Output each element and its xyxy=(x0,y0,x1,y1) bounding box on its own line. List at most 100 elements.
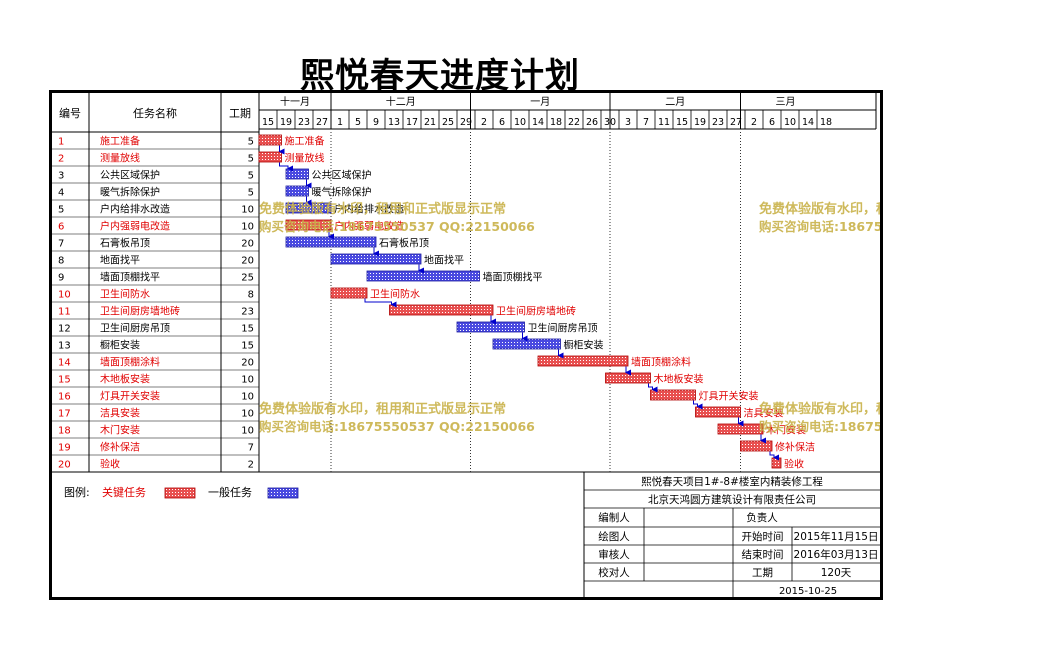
gantt-bar xyxy=(330,253,422,265)
bar-label: 石膏板吊顶 xyxy=(379,237,429,250)
day-tick-label: 27 xyxy=(316,117,328,128)
task-duration: 20 xyxy=(241,256,254,267)
task-duration: 5 xyxy=(248,154,254,165)
task-id: 6 xyxy=(58,222,64,233)
task-name: 暖气拆除保护 xyxy=(100,186,160,199)
task-id: 15 xyxy=(58,375,71,386)
task-id: 20 xyxy=(58,460,71,471)
page-title: 熙悦春天进度计划 xyxy=(300,56,580,96)
task-id: 13 xyxy=(58,341,71,352)
day-tick-label: 9 xyxy=(373,117,379,128)
day-tick-label: 19 xyxy=(694,117,706,128)
info-date: 2015-10-25 xyxy=(779,586,837,597)
task-id: 7 xyxy=(58,239,64,250)
day-tick-label: 13 xyxy=(388,117,400,128)
info-cell-label: 结束时间 xyxy=(742,548,784,561)
info-company: 北京天鸿圆方建筑设计有限责任公司 xyxy=(648,493,816,506)
legend-label: 图例: xyxy=(64,485,90,499)
task-duration: 5 xyxy=(248,188,254,199)
legend-normal-swatch xyxy=(267,487,299,499)
day-tick-label: 23 xyxy=(298,117,310,128)
task-duration: 10 xyxy=(241,222,254,233)
task-duration: 15 xyxy=(241,324,254,335)
task-duration: 23 xyxy=(241,307,254,318)
day-tick-label: 2 xyxy=(481,117,487,128)
gantt-bar xyxy=(285,236,377,248)
task-name: 木门安装 xyxy=(100,424,140,437)
task-id: 4 xyxy=(58,188,64,199)
task-id: 10 xyxy=(58,290,71,301)
task-id: 1 xyxy=(58,137,64,148)
legend-critical-swatch xyxy=(164,487,196,499)
month-label: 十二月 xyxy=(386,95,416,108)
task-id: 5 xyxy=(58,205,64,216)
task-id: 14 xyxy=(58,358,71,369)
gantt-bar xyxy=(366,270,480,282)
task-id: 19 xyxy=(58,443,71,454)
info-cell-label: 校对人 xyxy=(598,566,630,579)
task-name: 木地板安装 xyxy=(100,373,150,386)
bar-label: 户内给排水改造 xyxy=(334,203,404,216)
day-tick-label: 27 xyxy=(730,117,742,128)
day-tick-label: 17 xyxy=(406,117,418,128)
info-cell-label: 开始时间 xyxy=(742,530,784,543)
bar-label: 木地板安装 xyxy=(654,373,704,386)
gantt-bar xyxy=(717,423,764,435)
day-tick-label: 5 xyxy=(355,117,361,128)
task-id: 17 xyxy=(58,409,71,420)
day-tick-label: 1 xyxy=(337,117,343,128)
info-cell-label: 工期 xyxy=(752,567,773,579)
task-duration: 10 xyxy=(241,205,254,216)
gantt-bar xyxy=(330,287,368,299)
bar-label: 测量放线 xyxy=(285,152,325,165)
info-cell-value: 2016年03月13日 xyxy=(794,548,879,561)
gantt-bar xyxy=(695,406,741,418)
task-id: 11 xyxy=(58,307,71,318)
watermark-line2: 购买咨询电话:18675550537 QQ:22150066 xyxy=(259,219,535,234)
task-duration: 5 xyxy=(248,171,254,182)
bar-label: 木门安装 xyxy=(766,424,806,437)
info-cell-label: 审核人 xyxy=(598,548,630,561)
gantt-bar xyxy=(537,355,629,367)
day-tick-label: 2 xyxy=(751,117,757,128)
gantt-bar xyxy=(605,372,651,384)
dependency-arrow xyxy=(693,400,703,410)
bar-label: 暖气拆除保护 xyxy=(312,186,372,199)
bar-label: 修补保洁 xyxy=(775,441,815,454)
gantt-bar xyxy=(456,321,525,333)
task-name: 墙面顶棚涂料 xyxy=(100,356,160,369)
gantt-bar xyxy=(285,219,332,231)
month-label: 十一月 xyxy=(280,95,310,108)
bar-label: 公共区域保护 xyxy=(312,169,372,182)
gantt-bar xyxy=(389,304,494,316)
task-id: 3 xyxy=(58,171,64,182)
task-duration: 10 xyxy=(241,426,254,437)
day-tick-label: 11 xyxy=(658,117,670,128)
day-tick-label: 19 xyxy=(280,117,292,128)
dependency-arrow xyxy=(279,162,293,172)
dependency-arrow xyxy=(364,298,397,308)
info-project: 熙悦春天项目1#-8#楼室内精装修工程 xyxy=(641,475,823,488)
day-tick-label: 15 xyxy=(676,117,688,128)
task-duration: 5 xyxy=(248,137,254,148)
day-tick-label: 22 xyxy=(568,117,580,128)
task-duration: 7 xyxy=(248,443,254,454)
task-duration: 2 xyxy=(248,460,254,471)
dependency-arrow xyxy=(769,451,779,461)
month-label: 一月 xyxy=(530,96,550,108)
column-header-duration: 工期 xyxy=(229,107,251,120)
task-name: 卫生间厨房墙地砖 xyxy=(100,305,180,318)
gantt-bar xyxy=(258,151,282,163)
gantt-bar xyxy=(258,134,282,146)
bar-label: 地面找平 xyxy=(424,254,464,267)
info-cell-label: 编制人 xyxy=(598,511,630,524)
task-duration: 10 xyxy=(241,375,254,386)
task-name: 卫生间厨房吊顶 xyxy=(100,322,170,335)
task-name: 户内给排水改造 xyxy=(100,203,170,216)
gantt-bar xyxy=(740,440,773,452)
watermark-line1: 免费体验版有水印，租用和正式版显示正常 xyxy=(759,201,880,217)
watermark-line1: 免费体验版有水印，租用和正式版显示正常 xyxy=(259,201,506,217)
column-header-name: 任务名称 xyxy=(133,106,177,120)
task-duration: 8 xyxy=(248,290,254,301)
